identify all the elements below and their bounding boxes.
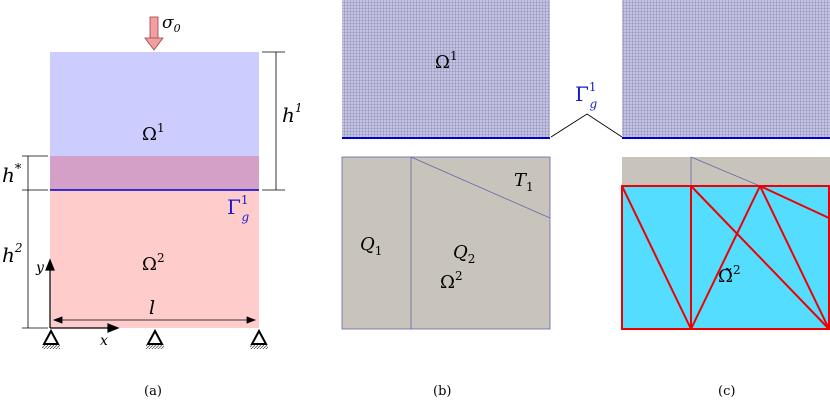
caption-a: (a) (144, 384, 162, 399)
c-diagonal-top (690, 156, 761, 187)
omega2-region-b (341, 156, 551, 330)
sigma-label: σ0 (162, 13, 181, 35)
t-diagonal (410, 156, 551, 219)
gamma-connector (550, 113, 623, 138)
omega2-label-b: Ω2 (440, 269, 463, 293)
length-label: l (149, 297, 155, 319)
support-right (250, 328, 268, 349)
hstar-label: h* (2, 162, 22, 187)
omega1-mesh-c (622, 0, 830, 138)
panel-c: Ω̃2 (c) (621, 0, 830, 399)
enriched-mesh (621, 185, 830, 330)
caption-b: (b) (433, 384, 451, 399)
omega2-label: Ω2 (142, 251, 165, 275)
axes (45, 258, 120, 333)
support-left (42, 328, 60, 349)
omega1-label-b: Ω1 (435, 49, 458, 73)
q1-label: Q1 (360, 234, 382, 258)
omega1-region (50, 52, 259, 158)
overlap-region (50, 156, 259, 190)
q2-label: Q2 (453, 242, 475, 266)
supports (42, 328, 268, 349)
omega2-region (50, 190, 259, 328)
axis-x-label: x (100, 333, 108, 349)
hstar-dimension (22, 155, 48, 191)
h2-dimension (22, 190, 48, 329)
axis-y-label: y (35, 260, 45, 276)
h2-label: h2 (2, 241, 23, 267)
omega1-mesh (342, 0, 550, 138)
caption-c: (c) (718, 384, 735, 399)
length-dimension (52, 316, 257, 324)
t1-label: T1 (514, 170, 534, 194)
support-middle (146, 328, 164, 349)
h1-dimension (262, 51, 285, 191)
omega2-tilde-label: Ω̃2 (718, 263, 741, 287)
omega1-label: Ω1 (142, 121, 165, 145)
load-arrow (144, 16, 164, 51)
h1-label: h1 (282, 101, 303, 127)
